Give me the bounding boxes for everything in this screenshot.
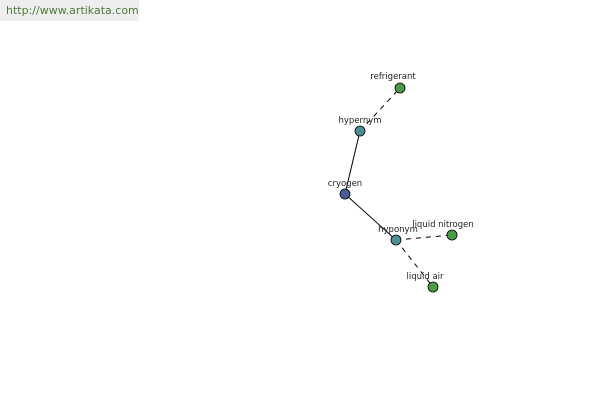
node-label-liquid-air: liquid air <box>406 272 444 282</box>
node-label-liquid-nitrogen: liquid nitrogen <box>412 220 474 230</box>
graph-nodes <box>339 82 458 293</box>
graph-labels: cryogen hypernym hyponym refrigerant liquid … <box>328 72 474 282</box>
node-label-hyponym: hyponym <box>378 225 418 235</box>
graph-edges <box>344 87 453 288</box>
edge-hyponym-liquid-nitrogen <box>395 234 453 241</box>
node-liquid-nitrogen[interactable] <box>446 229 458 241</box>
node-label-refrigerant: refrigerant <box>370 72 416 82</box>
node-cryogen[interactable] <box>339 188 351 200</box>
edge-cryogen-hypernym <box>344 130 361 195</box>
node-hyponym[interactable] <box>390 234 402 246</box>
node-label-hypernym: hypernym <box>338 116 381 126</box>
site-link[interactable]: http://www.artikata.com <box>0 0 139 21</box>
edge-cryogen-hyponym <box>344 193 397 241</box>
node-refrigerant[interactable] <box>394 82 406 94</box>
node-label-cryogen: cryogen <box>328 179 362 189</box>
node-liquid-air[interactable] <box>427 281 439 293</box>
node-hypernym[interactable] <box>354 125 366 137</box>
